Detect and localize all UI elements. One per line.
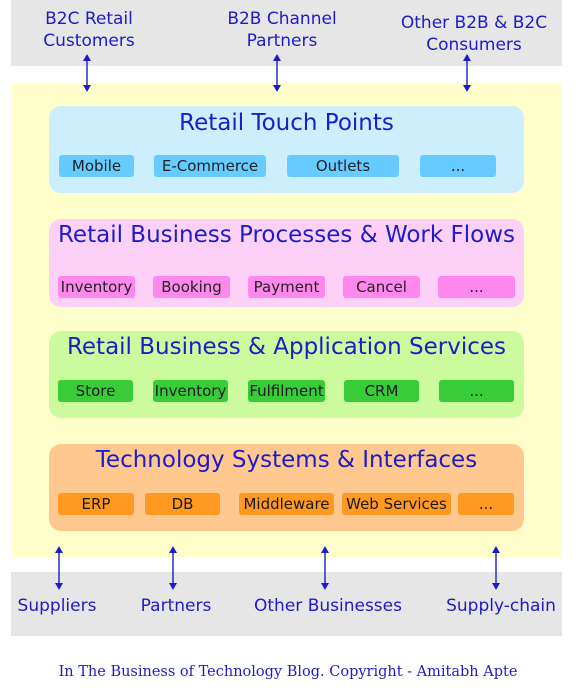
component-chip: ... <box>439 380 514 402</box>
component-chip: Mobile <box>59 155 134 177</box>
component-chip: ... <box>420 155 496 177</box>
component-chip: Middleware <box>239 493 334 515</box>
double-arrow-icon <box>169 546 177 590</box>
component-chip: Inventory <box>58 276 135 298</box>
double-arrow-icon <box>55 546 63 590</box>
layer-retail-touch-points: Retail Touch Points Mobile E-Commerce Ou… <box>49 106 524 193</box>
stakeholder-label-line2: Partners <box>246 31 318 51</box>
component-chip: DB <box>145 493 220 515</box>
stakeholder-b2c-retail-customers: B2C Retail Customers <box>30 8 148 52</box>
stakeholder-other-businesses: Other Businesses <box>254 596 402 616</box>
layer-retail-application-services: Retail Business & Application Services S… <box>49 331 524 418</box>
stakeholder-label-line1: Other B2B & B2C <box>400 13 548 33</box>
stakeholder-label-line2: Customers <box>43 31 135 51</box>
stakeholder-partners: Partners <box>140 596 212 616</box>
component-chip: CRM <box>344 380 419 402</box>
component-chip: ERP <box>58 493 134 515</box>
stakeholder-label-line1: B2C Retail <box>45 9 133 29</box>
stakeholder-supply-chain: Supply-chain <box>446 596 556 616</box>
component-chip: Cancel <box>343 276 420 298</box>
component-chip: Fulfilment <box>248 380 325 402</box>
component-chip: Payment <box>248 276 325 298</box>
component-chip: Web Services <box>342 493 451 515</box>
stakeholder-label-line2: Consumers <box>426 35 522 55</box>
stakeholder-other-b2b-b2c-consumers: Other B2B & B2C Consumers <box>386 12 562 56</box>
double-arrow-icon <box>83 54 91 92</box>
layer-title: Retail Business & Application Services <box>66 334 507 360</box>
layer-title: Retail Business Processes & Work Flows <box>57 222 515 248</box>
double-arrow-icon <box>273 54 281 92</box>
component-chip: E-Commerce <box>154 155 266 177</box>
stakeholder-b2b-channel-partners: B2B Channel Partners <box>218 8 346 52</box>
stakeholder-label-line1: B2B Channel <box>227 9 337 29</box>
top-stakeholder-band <box>11 0 562 66</box>
component-chip: Booking <box>153 276 230 298</box>
component-chip: ... <box>458 493 514 515</box>
bottom-stakeholder-band <box>11 572 562 636</box>
copyright-footer: In The Business of Technology Blog. Copy… <box>58 664 518 680</box>
component-chip: Store <box>58 380 133 402</box>
double-arrow-icon <box>463 54 471 92</box>
layer-title: Retail Touch Points <box>179 110 394 136</box>
component-chip: Inventory <box>153 380 228 402</box>
layer-retail-business-processes: Retail Business Processes & Work Flows I… <box>49 219 524 307</box>
component-chip: ... <box>438 276 515 298</box>
double-arrow-icon <box>492 546 500 590</box>
double-arrow-icon <box>321 546 329 590</box>
component-chip: Outlets <box>287 155 399 177</box>
layer-title: Technology Systems & Interfaces <box>95 447 478 473</box>
stakeholder-suppliers: Suppliers <box>17 596 97 616</box>
layer-technology-systems-interfaces: Technology Systems & Interfaces ERP DB M… <box>49 444 524 531</box>
